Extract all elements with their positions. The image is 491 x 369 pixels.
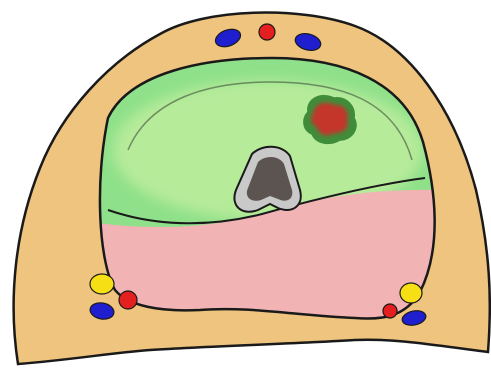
vessel-left-yellow xyxy=(90,274,114,294)
vessel-left-red xyxy=(119,291,137,309)
vessel-right-red xyxy=(383,304,397,318)
vessel-right-yellow xyxy=(400,283,422,303)
vessel-top-center-red xyxy=(259,24,275,40)
